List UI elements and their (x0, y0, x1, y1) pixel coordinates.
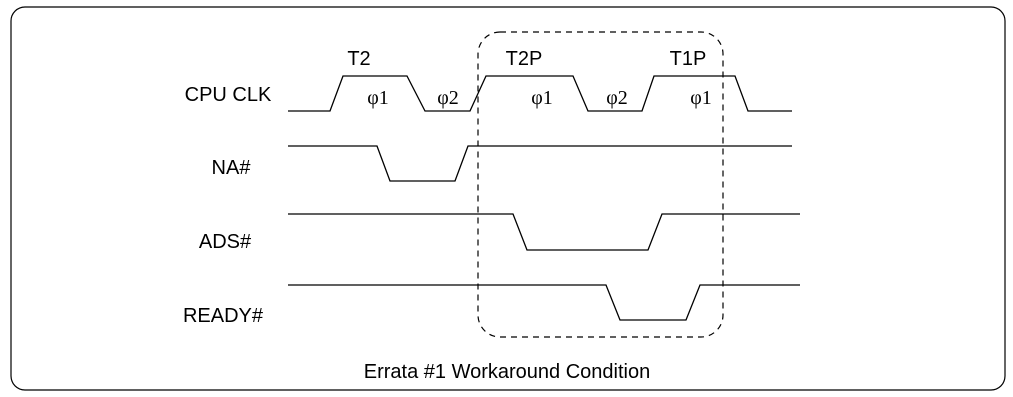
signal-label-ads: ADS# (199, 231, 252, 253)
phase-label-2: φ2 (437, 87, 459, 109)
signal-label-na: NA# (212, 157, 252, 179)
ads-waveform (288, 213, 800, 251)
phase-label-3: φ1 (531, 87, 553, 109)
diagram-caption: Errata #1 Workaround Condition (364, 361, 650, 383)
diagram-frame (10, 6, 1006, 391)
phase-label-4: φ2 (606, 87, 628, 109)
cycle-label-t2p: T2P (506, 48, 543, 70)
signal-label-cpu-clk: CPU CLK (185, 84, 272, 106)
cycle-label-t1p: T1P (670, 48, 707, 70)
phase-label-5: φ1 (690, 87, 712, 109)
workaround-region (477, 31, 724, 338)
phase-label-1: φ1 (367, 87, 389, 109)
cycle-label-t2: T2 (347, 48, 370, 70)
signal-label-ready: READY# (183, 305, 264, 327)
cpu-clk-waveform (288, 75, 792, 112)
ready-waveform (288, 284, 800, 321)
na-waveform (288, 145, 792, 182)
